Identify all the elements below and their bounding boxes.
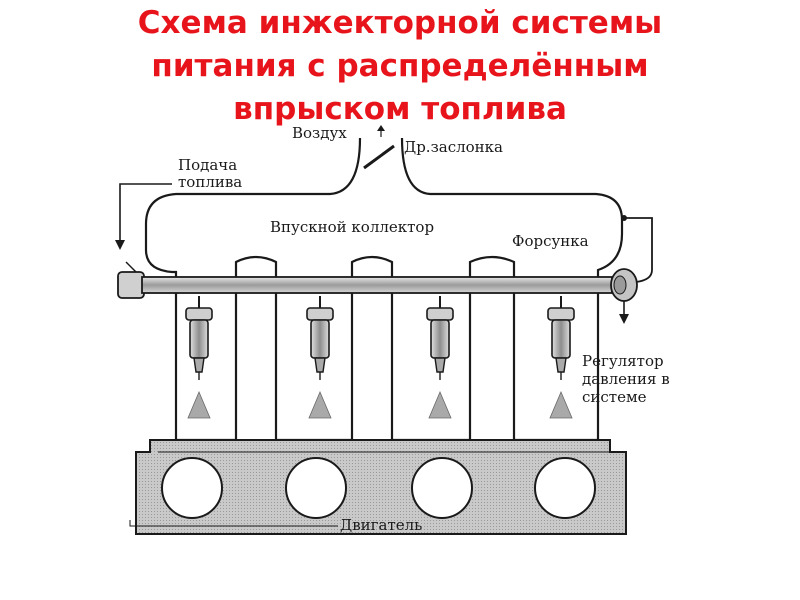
injector-2: [306, 296, 334, 419]
injector-3: [426, 296, 454, 419]
return-flow-arrow-icon: [619, 314, 629, 324]
injector-4: [547, 296, 575, 419]
label-fuel-supply-line-2: топлива: [178, 173, 242, 191]
diagram-title: Схема инжекторной системы питания с расп…: [0, 2, 800, 131]
label-engine: Двигатель: [340, 516, 422, 534]
fuel-supply-line: [119, 183, 172, 246]
air-arrow-icon: [377, 125, 385, 131]
label-regulator-line-2: давления в: [582, 370, 670, 388]
cylinder-3: [411, 457, 473, 519]
title-line-1: Схема инжекторной системы: [137, 5, 663, 41]
cylinder-2: [285, 457, 347, 519]
label-intake-manifold: Впускной коллектор: [270, 218, 434, 236]
cylinder-1: [161, 457, 223, 519]
fuel-rail: [117, 261, 613, 299]
title-line-2: питания с распределённым: [151, 48, 649, 84]
injector-1: [185, 296, 213, 419]
label-fuel-supply-line-1: Подача: [178, 156, 237, 174]
engine-block: [135, 439, 627, 535]
title-line-3: впрыском топлива: [233, 91, 567, 127]
label-injector: Форсунка: [512, 232, 589, 250]
intake-manifold-outline: [144, 137, 624, 442]
label-air: Воздух: [292, 124, 347, 142]
fuel-supply-arrow-icon: [115, 240, 125, 250]
pressure-regulator: [610, 215, 653, 318]
label-throttle: Др.заслонка: [404, 138, 503, 156]
label-regulator-line-3: системе: [582, 388, 647, 406]
engine-leader-line: [129, 520, 338, 527]
throttle-valve: [363, 125, 395, 170]
cylinder-4: [534, 457, 596, 519]
label-regulator-line-1: Регулятор: [582, 352, 664, 370]
